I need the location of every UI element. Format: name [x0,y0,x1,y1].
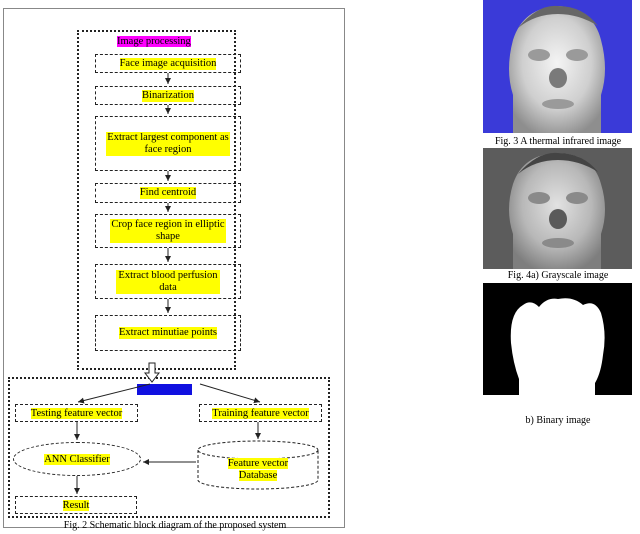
result-box: Result [15,496,137,514]
fig3-caption: Fig. 3 A thermal infrared image [494,136,622,147]
hollow-down-arrow-icon [143,362,161,383]
image-processing-label: Image processing [117,36,191,47]
fig4a-caption: Fig. 4a) Grayscale image [507,270,609,281]
step-find-centroid: Find centroid [95,183,241,203]
database-label: Feature vector Database [227,458,289,481]
step-crop-face: Crop face region in elliptic shape [95,214,241,248]
step-blood-perfusion: Extract blood perfusion data [95,264,241,299]
step-binarization: Binarization [95,86,241,105]
diagram-frame [3,8,345,528]
fig2-caption: Fig. 2 Schematic block diagram of the pr… [63,520,287,531]
training-vector-box: Training feature vector [199,404,322,422]
fig4b-caption: b) Binary image [525,415,591,426]
flow-arrows [74,73,261,494]
classification-group [8,377,330,518]
ann-classifier-node: ANN Classifier [13,442,141,476]
step-minutiae: Extract minutiae points [95,315,241,351]
step-face-acquisition: Face image acquisition [95,54,241,73]
step-extract-largest: Extract largest component as face region [95,116,241,171]
image-processing-group [77,30,236,370]
classification-label: Classification [137,384,192,395]
binary-image [483,283,632,412]
thermal-infrared-image [483,0,632,133]
testing-vector-box: Testing feature vector [15,404,138,422]
grayscale-image [483,148,632,269]
